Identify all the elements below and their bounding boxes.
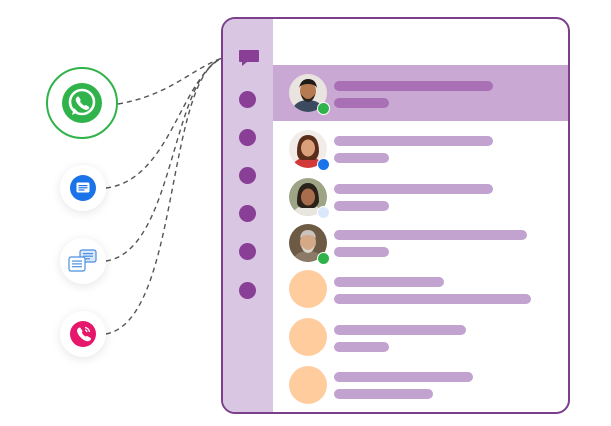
sidebar-nav-item-2[interactable] — [239, 129, 256, 146]
avatar — [289, 224, 330, 265]
conversation-row[interactable] — [273, 169, 568, 225]
message-placeholder-bar — [334, 98, 389, 108]
sidebar-rail — [223, 19, 273, 412]
call-channel[interactable] — [60, 311, 106, 357]
chat-bubbles-icon — [68, 249, 97, 272]
sidebar-nav-item-3[interactable] — [239, 167, 256, 184]
inbox-app-window — [221, 17, 570, 414]
sidebar-nav-item-1[interactable] — [239, 91, 256, 108]
conversation-row[interactable] — [273, 357, 568, 412]
name-placeholder-bar — [334, 184, 493, 194]
whatsapp-channel[interactable] — [46, 67, 118, 139]
avatar — [289, 366, 327, 404]
avatar — [289, 178, 330, 219]
message-placeholder-bar — [334, 247, 389, 257]
sms-badge-icon — [317, 158, 330, 171]
message-placeholder-bar — [334, 201, 389, 211]
whatsapp-badge-icon — [317, 102, 330, 115]
message-placeholder-bar — [334, 294, 531, 304]
sidebar-nav-item-6[interactable] — [239, 282, 256, 299]
conversation-row[interactable] — [273, 261, 568, 317]
online-status-icon — [317, 252, 330, 265]
chat-badge-icon — [317, 206, 330, 219]
sms-channel[interactable] — [60, 165, 106, 211]
avatar — [289, 270, 327, 308]
conversation-row[interactable] — [273, 121, 568, 177]
chat-icon[interactable] — [238, 48, 260, 68]
name-placeholder-bar — [334, 136, 493, 146]
message-bubble-icon — [70, 175, 96, 201]
avatar — [289, 318, 327, 356]
name-placeholder-bar — [334, 81, 493, 91]
conversation-row[interactable] — [273, 309, 568, 365]
message-placeholder-bar — [334, 389, 433, 399]
conversation-row[interactable] — [273, 65, 568, 121]
avatar — [289, 74, 330, 115]
avatar — [289, 130, 330, 171]
message-placeholder-bar — [334, 153, 389, 163]
name-placeholder-bar — [334, 372, 473, 382]
name-placeholder-bar — [334, 325, 466, 335]
sidebar-nav-item-4[interactable] — [239, 205, 256, 222]
conversation-row[interactable] — [273, 215, 568, 271]
sidebar-nav-item-5[interactable] — [239, 243, 256, 260]
message-placeholder-bar — [334, 342, 389, 352]
name-placeholder-bar — [334, 230, 527, 240]
phone-icon — [70, 321, 96, 347]
name-placeholder-bar — [334, 277, 444, 287]
chat-channel[interactable] — [60, 238, 106, 284]
whatsapp-icon — [62, 83, 102, 123]
